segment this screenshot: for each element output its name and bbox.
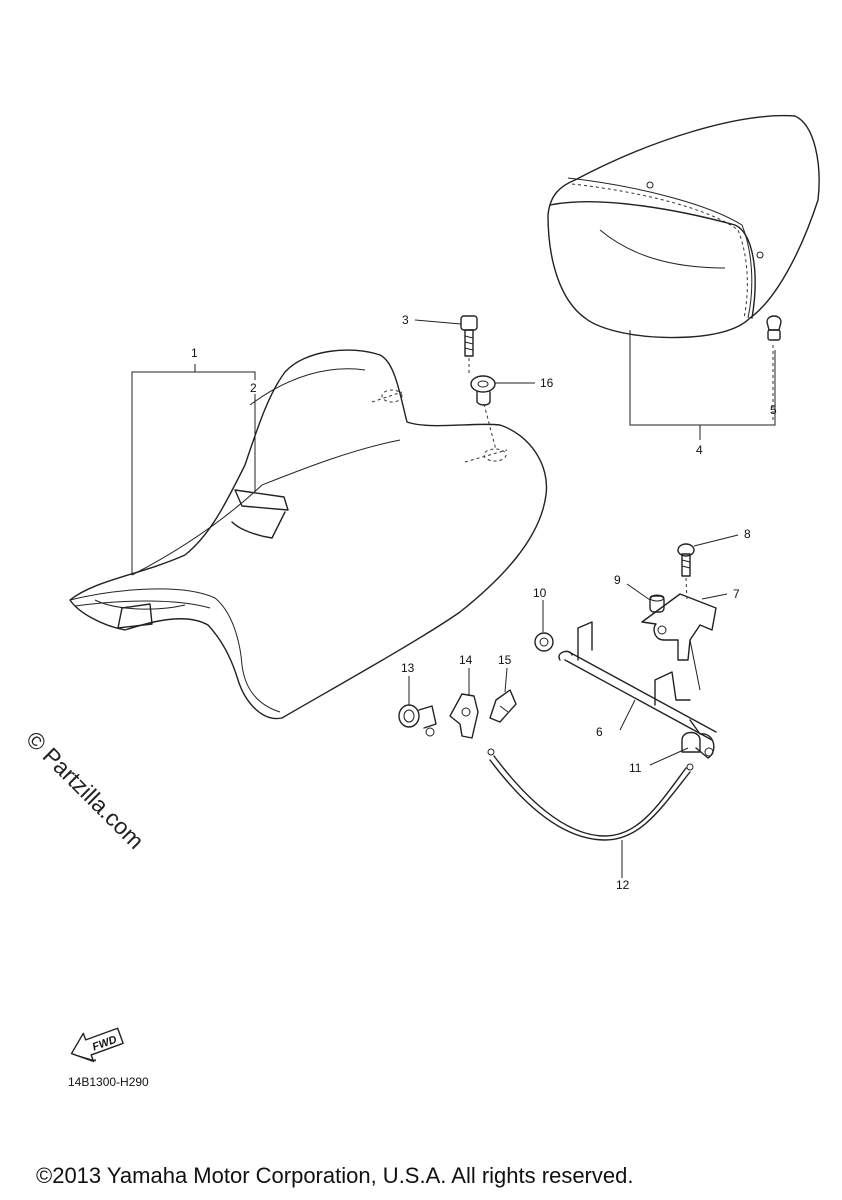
callout-10: 10 [533, 586, 547, 600]
screw-8 [677, 543, 695, 601]
mount-line [483, 403, 497, 451]
callout-5: 5 [770, 403, 777, 417]
lock-rod [558, 621, 717, 759]
callouts: 1 2 3 4 5 6 7 8 9 10 11 12 13 14 15 16 [191, 313, 777, 892]
fwd-arrow-icon: FWD [70, 1027, 124, 1063]
callout-6: 6 [596, 725, 603, 739]
callout-2: 2 [250, 381, 257, 395]
callout-8: 8 [744, 527, 751, 541]
callout-3: 3 [402, 313, 409, 327]
leader-lines [131, 319, 776, 878]
bolt-3 [460, 315, 478, 357]
rear-seat [547, 114, 820, 339]
cable-12 [487, 748, 694, 841]
clip-11 [681, 731, 701, 753]
rear-seat-damper [766, 315, 782, 341]
callout-13: 13 [401, 661, 415, 675]
diagram-code: 14B1300-H290 [68, 1075, 149, 1089]
callout-4: 4 [696, 443, 703, 457]
callout-9: 9 [614, 573, 621, 587]
callout-12: 12 [616, 878, 630, 892]
callout-11: 11 [629, 761, 642, 775]
lock-cylinder-13 [398, 704, 437, 737]
bracket-14 [449, 693, 479, 739]
spacer-9 [649, 594, 665, 613]
callout-7: 7 [733, 587, 740, 601]
rider-seat [69, 349, 548, 720]
copyright-notice: ©2013 Yamaha Motor Corporation, U.S.A. A… [36, 1163, 634, 1188]
lock-hook [641, 593, 717, 691]
callout-14: 14 [459, 653, 473, 667]
clip-15 [489, 689, 517, 723]
collar-16 [470, 375, 496, 406]
callout-1: 1 [191, 346, 198, 360]
callout-16: 16 [540, 376, 554, 390]
callout-15: 15 [498, 653, 512, 667]
grommet-10 [534, 632, 554, 652]
